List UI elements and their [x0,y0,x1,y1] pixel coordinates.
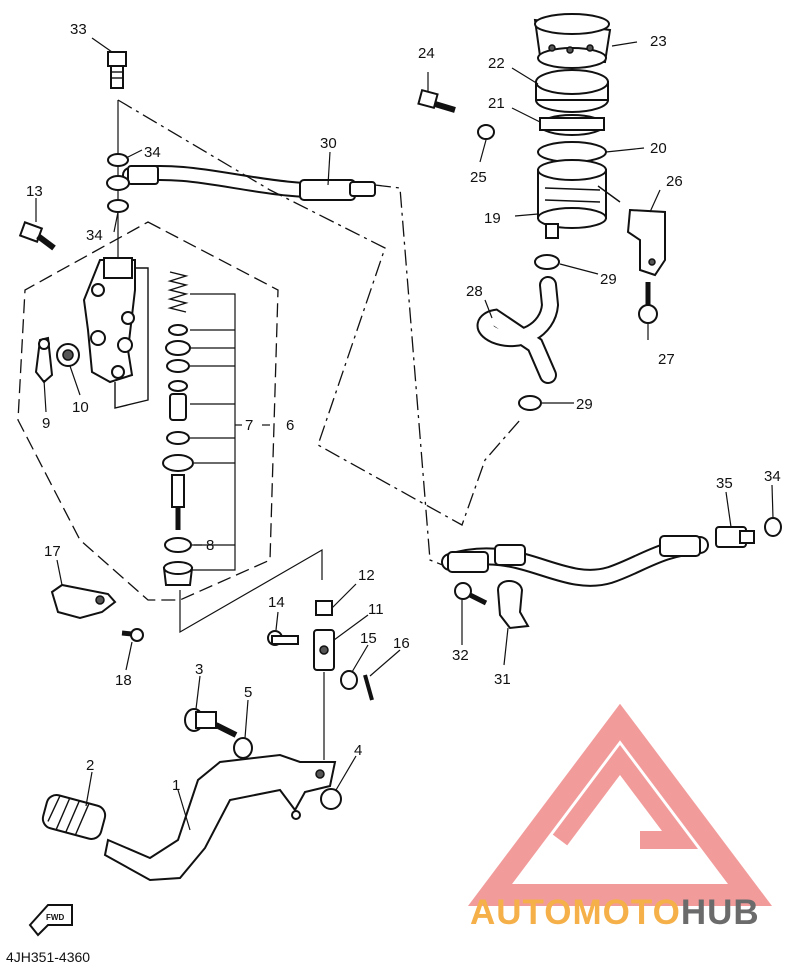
callout-17: 17 [44,543,61,560]
callout-25: 25 [470,169,487,186]
callout-15: 15 [360,630,377,647]
callout-4: 4 [354,742,362,759]
washer-34-right [764,517,782,537]
callout-3: 3 [195,661,203,678]
callout-8: 8 [206,537,214,554]
reservoir-tank [533,13,621,239]
master-cylinder-body [82,257,149,409]
callout-6: 6 [286,417,294,434]
clip-29-upper [534,254,560,270]
callout-5: 5 [244,684,252,701]
callout-numbers: 1 2 3 4 5 6 7 8 9 10 11 12 13 14 15 16 1… [26,21,781,794]
callout-1: 1 [172,777,180,794]
callout-12: 12 [358,567,375,584]
callout-9: 9 [42,415,50,432]
reservoir-hose-28 [476,276,560,384]
grommet-25 [477,124,495,140]
footrest-rubber-2 [41,794,107,840]
callout-35: 35 [716,475,733,492]
callout-29-upper: 29 [600,271,617,288]
watermark-logo [467,703,773,906]
piston-kit-stack [162,271,323,634]
callout-34-top: 34 [144,144,161,161]
routing-line-b [374,184,456,571]
union-bolt-33 [107,51,127,89]
callout-10: 10 [72,399,89,416]
callout-2: 2 [86,757,94,774]
callout-16: 16 [393,635,410,652]
callout-24: 24 [418,45,435,62]
callout-22: 22 [488,55,505,72]
callout-13: 13 [26,183,43,200]
bolt-32 [454,582,488,606]
clip-29-lower [518,395,542,411]
watermark-text-automoto: AUTOMOTO [470,893,681,932]
callout-20: 20 [650,140,667,157]
master-cylinder-assembly-outline [17,221,279,601]
copper-washer-34a [107,153,129,167]
bracket-26 [626,208,666,277]
leader-lines [35,37,774,831]
callout-32: 32 [452,647,469,664]
screw-24 [417,88,456,113]
callout-33: 33 [70,21,87,38]
brake-pedal-1 [103,753,337,882]
bolt-18 [121,628,144,642]
routing-line-a [117,99,521,526]
watermark-text: AUTOMOTOHUB [470,893,760,932]
callout-30: 30 [320,135,337,152]
clamp-31 [496,580,530,630]
joint-35 [715,526,755,548]
callout-34-mid: 34 [86,227,103,244]
diagram-code: 4JH351-4360 [6,949,90,965]
joint-9 [34,336,54,384]
callout-19: 19 [484,210,501,227]
washer-4 [320,788,342,810]
callout-26: 26 [666,173,683,190]
callout-31: 31 [494,671,511,688]
brake-hose-long [441,535,709,587]
callout-29-lower: 29 [576,396,593,413]
callout-28: 28 [466,283,483,300]
callout-11: 11 [368,601,384,618]
washer-15 [340,670,358,690]
callout-14: 14 [268,594,285,611]
bolt-27 [638,282,658,324]
copper-washer-34c [107,199,129,213]
forward-arrow-icon: FWD [28,904,73,937]
pivot-bolt-3 [184,708,238,738]
pin-14 [267,630,299,646]
clevis-11 [313,629,335,671]
cotter-pin-16 [363,674,374,701]
callout-18: 18 [115,672,132,689]
watermark-text-hub: HUB [681,893,760,932]
boot-cap-10 [56,343,80,367]
washer-5 [233,737,253,759]
callout-23: 23 [650,33,667,50]
nut-12 [315,600,333,616]
callout-21: 21 [488,95,505,112]
bracket-17 [50,583,117,620]
bolt-13 [18,221,56,251]
fwd-label: FWD [46,913,64,922]
callout-7: 7 [245,417,253,434]
brake-hose-30 [122,164,376,201]
callout-34-right: 34 [764,468,781,485]
copper-washer-34b [106,175,130,191]
callout-27: 27 [658,351,675,368]
